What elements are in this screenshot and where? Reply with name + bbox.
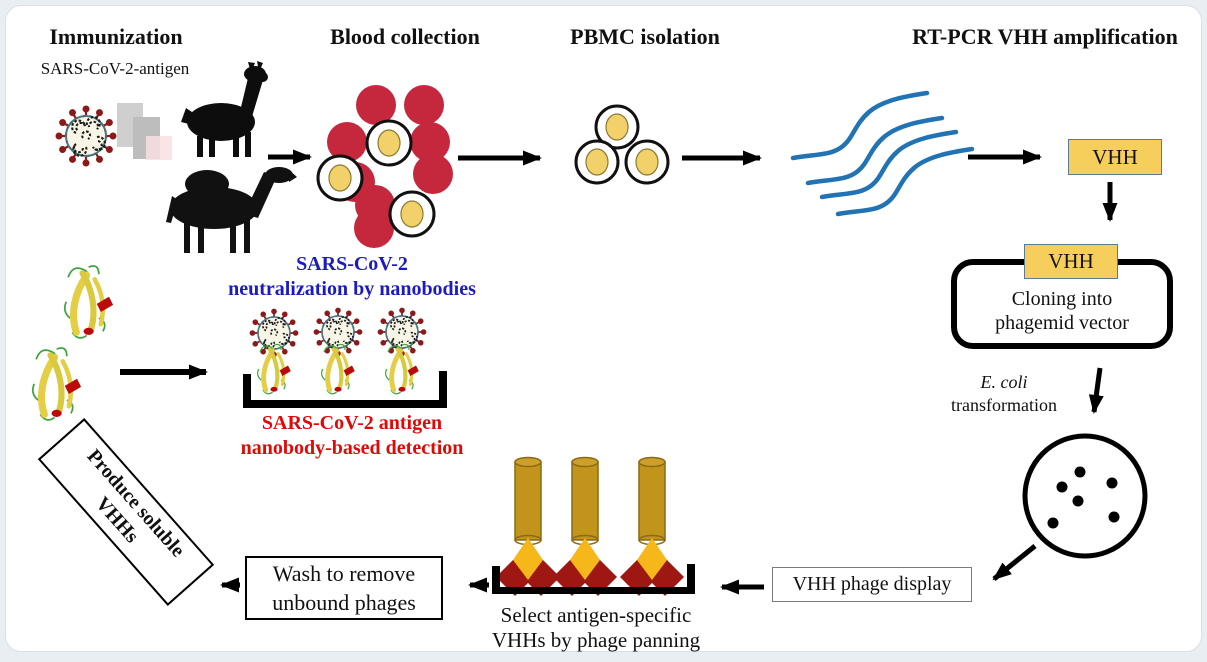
sars-cov-2-virion-icon xyxy=(377,307,427,357)
stage-title-pbmc-isolation: PBMC isolation xyxy=(570,24,720,49)
rna-strand-icon xyxy=(790,90,975,217)
detection-line1: SARS-CoV-2 antigen xyxy=(261,412,443,434)
llama-silhouette-icon xyxy=(181,61,268,157)
panning-tray-icon xyxy=(492,564,695,594)
phage-panning-assembly xyxy=(492,456,695,596)
panning-caption: Select antigen-specific VHHs by phage pa… xyxy=(478,603,714,653)
neutralization-line1: SARS-CoV-2 xyxy=(296,253,408,275)
nanobody-ribbon-icon xyxy=(65,266,113,338)
camel-silhouette-icon xyxy=(166,167,297,253)
wash-box: Wash to remove unbound phages xyxy=(245,556,443,620)
petri-dish-icon xyxy=(1022,433,1148,559)
vhh-box-top: VHH xyxy=(1068,139,1162,175)
panning-line2: VHHs by phage panning xyxy=(491,628,701,652)
wash-line1: Wash to remove xyxy=(272,561,416,586)
antigen-diamond-icon xyxy=(496,538,684,596)
stage-title-rt-pcr: RT-PCR VHH amplification xyxy=(912,24,1178,49)
nanobody-ribbon-icon xyxy=(33,348,81,420)
detection-line2: nanobody-based detection xyxy=(240,437,464,459)
ecoli-line2: transformation xyxy=(951,395,1057,415)
ecoli-label: E. coli transformation xyxy=(943,371,1065,417)
cloning-line2: phagemid vector xyxy=(995,312,1129,334)
vhh-phage-display-box: VHH phage display xyxy=(772,567,972,602)
stage-title-immunization: Immunization xyxy=(49,24,183,49)
syringe-icon xyxy=(117,103,172,160)
cloning-line1: Cloning into xyxy=(1011,288,1113,310)
sars-cov-2-virion-icon xyxy=(313,307,363,357)
detection-caption: SARS-CoV-2 antigen nanobody-based detect… xyxy=(222,411,482,461)
ecoli-line1: E. coli xyxy=(980,372,1028,392)
panning-tray-icon xyxy=(243,371,447,408)
sars-cov-2-virion-icon xyxy=(55,105,117,167)
pbmc-cell-icon xyxy=(316,119,436,238)
flow-arrow xyxy=(120,149,1118,595)
panning-line1: Select antigen-specific xyxy=(500,603,692,627)
blood-cluster xyxy=(316,85,453,248)
pbmc-isolated-cells xyxy=(574,104,670,185)
antigen-label: SARS-CoV-2-antigen xyxy=(40,59,190,78)
wash-line2: unbound phages xyxy=(272,590,416,615)
vhh-box-insert: VHH xyxy=(1024,244,1118,279)
neutralization-caption: SARS-CoV-2 neutralization by nanobodies xyxy=(216,252,488,302)
stage-title-blood-collection: Blood collection xyxy=(330,24,480,49)
phage-rod-icon xyxy=(514,456,666,546)
neutralization-line2: neutralization by nanobodies xyxy=(228,278,476,300)
red-blood-cell-icon xyxy=(327,85,453,248)
